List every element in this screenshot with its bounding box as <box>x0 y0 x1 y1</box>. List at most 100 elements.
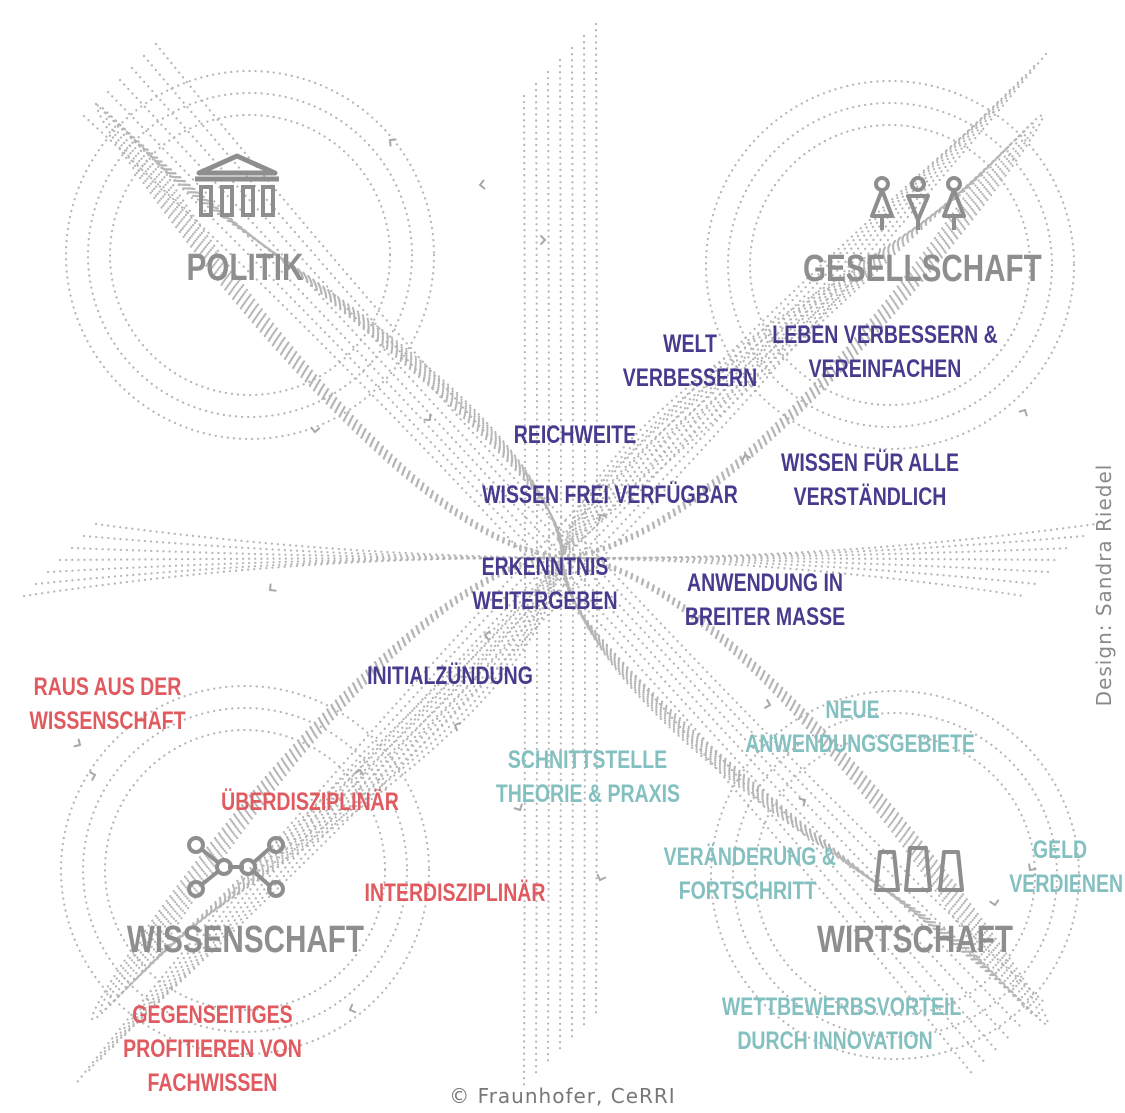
dotted-loop-path <box>116 554 564 997</box>
label-anwendung: ANWENDUNG IN BREITER MASSE <box>684 569 846 631</box>
label-erkenntnis: ERKENNTNIS WEITERGEBEN <box>472 553 618 615</box>
dotted-ring <box>748 123 1032 407</box>
dotted-ring <box>86 91 414 419</box>
dotted-cross-path <box>570 46 575 1040</box>
label-ueberdisziplinaer: ÜBERDISZIPLINÄR <box>221 788 399 816</box>
label-welt-verbessern: WELT VERBESSERN <box>622 330 758 392</box>
sector-label-politik: POLITIK <box>186 247 304 289</box>
dotted-ring <box>64 69 436 441</box>
dotted-loop-path <box>560 554 983 963</box>
dotted-loop-path <box>560 554 991 971</box>
dotted-loop-path <box>560 554 999 979</box>
flow-arrow <box>310 426 321 434</box>
dotted-loop-path <box>107 554 564 1005</box>
dotted-loop-path <box>560 554 1033 1010</box>
dotted-cross-path <box>594 22 599 1016</box>
flow-arrow <box>423 413 432 422</box>
dotted-loop-path <box>154 159 564 558</box>
flow-arrow <box>540 235 547 245</box>
label-neue-anwendung: NEUE ANWENDUNGSGEBIETE <box>745 696 975 758</box>
flow-arrows <box>73 138 1037 1014</box>
dotted-loop-path <box>141 554 564 974</box>
flow-arrow <box>453 721 462 732</box>
people-icon <box>870 176 966 230</box>
designer-credit: Design: Sandra Riedel <box>1092 463 1116 707</box>
dotted-cross-path <box>154 42 1048 1006</box>
flow-arrow <box>89 771 97 781</box>
flow-arrow <box>764 699 772 709</box>
label-gegenseitiges: GEGENSEITIGES PROFITIEREN VON FACHWISSEN <box>123 1001 302 1097</box>
dotted-loops <box>22 22 1098 1088</box>
dotted-loop-path <box>99 554 564 1013</box>
label-wettbewerb: WETTBEWERBSVORTEIL DURCH INNOVATION <box>721 993 962 1055</box>
label-geld: GELD VERDIENEN <box>1009 836 1124 898</box>
dotted-cross-path <box>34 556 1038 586</box>
dotted-ring <box>59 684 431 1056</box>
dotted-cross-path <box>142 54 1036 1018</box>
dotted-loop-path <box>132 554 564 982</box>
flow-arrow <box>741 453 752 462</box>
sector-label-gesellschaft: GESELLSCHAFT <box>803 248 1042 290</box>
label-raus-aus: RAUS AUS DER WISSENSCHAFT <box>29 673 186 735</box>
dotted-ring <box>753 733 1037 1017</box>
dotted-loop-path <box>560 153 1002 558</box>
dotted-ring <box>726 101 1054 429</box>
label-reichweite: REICHWEITE <box>513 421 637 449</box>
flow-arrow <box>73 738 82 748</box>
dotted-ring <box>81 706 409 1034</box>
dotted-loop-path <box>560 554 1007 987</box>
flow-arrow <box>598 513 607 522</box>
copyright-credit: © Fraunhofer, CeRRI <box>449 1084 676 1108</box>
flow-arrow <box>483 630 491 641</box>
dotted-ring <box>709 689 1081 1061</box>
dotted-cross-path <box>22 556 1026 598</box>
dotted-loop-path <box>90 554 564 1021</box>
industry-towers-icon <box>874 846 964 892</box>
dotted-loop-path <box>162 167 564 558</box>
flow-arrow <box>478 179 486 190</box>
flow-arrow <box>513 803 523 812</box>
flow-arrow <box>388 138 397 147</box>
dotted-loop-path <box>95 104 565 558</box>
flow-arrow <box>596 873 607 882</box>
dotted-loop-path <box>560 554 1049 1026</box>
dotted-loop-path <box>112 120 564 558</box>
dotted-cross-path <box>108 88 1012 1052</box>
dotted-loop-path <box>121 127 564 558</box>
label-veraenderung: VERÄNDERUNG & FORTSCHRITT <box>663 843 836 905</box>
dotted-cross-path <box>70 546 1074 560</box>
dotted-cross-path <box>94 522 1098 560</box>
dotted-cross-path <box>106 90 1000 1054</box>
dotted-loop-path <box>560 169 986 558</box>
dotted-ring <box>108 113 392 397</box>
flow-arrow <box>354 768 365 776</box>
flow-arrow <box>798 797 807 807</box>
dotted-ring <box>731 711 1059 1039</box>
dotted-cross-path <box>582 34 587 1028</box>
dotted-cross-path <box>82 534 1086 560</box>
label-interdisziplinaer: INTERDISZIPLINÄR <box>364 879 546 907</box>
sector-label-wissenschaft: WISSENSCHAFT <box>126 919 365 961</box>
label-wissen-frei: WISSEN FREI VERFÜGBAR <box>482 481 738 509</box>
network-nodes-icon <box>187 836 285 898</box>
flow-arrow <box>268 583 277 592</box>
flow-arrow <box>989 899 1000 907</box>
dotted-loop-path <box>560 554 1041 1018</box>
label-leben-verbessern: LEBEN VERBESSERN & VEREINFACHEN <box>772 321 998 383</box>
dotted-cross-path <box>96 100 1000 1064</box>
dotted-ring <box>704 79 1076 451</box>
dotted-loop-path <box>560 161 994 558</box>
dotted-cross-path <box>132 64 1036 1028</box>
dotted-cross-path <box>120 76 1024 1040</box>
flow-arrow <box>1028 863 1037 872</box>
flow-arrow <box>1018 408 1028 417</box>
dotted-ring <box>103 728 387 1012</box>
dotted-loop-path <box>560 176 978 558</box>
dotted-loop-path <box>129 135 564 558</box>
sector-label-wirtschaft: WIRTSCHAFT <box>817 919 1013 961</box>
label-wissen-fuer-alle: WISSEN FÜR ALLE VERSTÄNDLICH <box>780 449 960 511</box>
flow-arrow <box>348 1003 357 1014</box>
government-building-icon <box>195 153 279 217</box>
label-schnittstelle: SCHNITTSTELLE THEORIE & PRAXIS <box>495 746 681 808</box>
